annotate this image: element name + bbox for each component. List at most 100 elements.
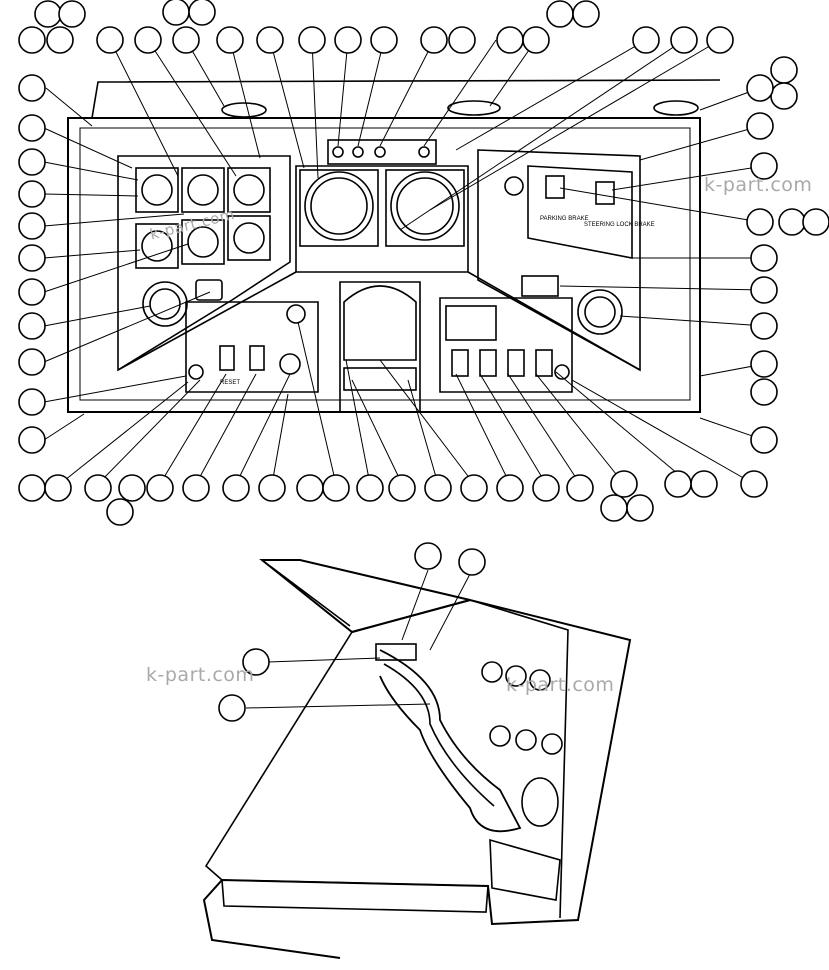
- top-callout-42: [18, 114, 46, 142]
- panel-housing-top-edge: [91, 79, 721, 119]
- housing-back: [469, 599, 569, 919]
- top-callout-37: [750, 426, 778, 454]
- top-callout-57: [182, 474, 210, 502]
- top-callout-10: [134, 26, 162, 54]
- top-callout-3: [162, 0, 190, 26]
- side-callout-4: [218, 694, 246, 722]
- top-callout-59: [258, 474, 286, 502]
- flex-duct: [379, 649, 522, 833]
- panel-housing-inner-frame: [79, 127, 691, 401]
- top-callout-62: [356, 474, 384, 502]
- top-callout-55: [118, 474, 146, 502]
- panel-diagonal-right: [467, 271, 641, 371]
- top-callout-4: [188, 0, 216, 26]
- top-callout-66: [496, 474, 524, 502]
- steering-lock-switch: [595, 181, 615, 205]
- center-subpanel: [295, 165, 469, 273]
- top-callout-72: [106, 498, 134, 526]
- lower-right-switchbox: [439, 297, 573, 393]
- left-subpanel: [117, 155, 291, 372]
- top-callout-24: [770, 56, 798, 84]
- steering-lock-label: STEERING LOCK BRAKE: [584, 222, 655, 228]
- left-gauge: [142, 281, 188, 327]
- top-callout-71: [626, 494, 654, 522]
- top-callout-49: [18, 348, 46, 376]
- top-callout-46: [18, 244, 46, 272]
- panel-diagonal-left: [117, 271, 297, 371]
- top-callout-53: [44, 474, 72, 502]
- right-subpanel: [477, 149, 641, 372]
- vent-cover-left: [221, 102, 267, 118]
- top-callout-67: [532, 474, 560, 502]
- switch-2: [249, 345, 265, 371]
- top-callout-6: [572, 0, 600, 28]
- indicator-1: [332, 146, 344, 158]
- rocker-switch: [521, 275, 559, 297]
- top-callout-50: [18, 388, 46, 416]
- indicator-3: [374, 146, 386, 158]
- top-callout-30: [778, 208, 806, 236]
- top-callout-52: [18, 474, 46, 502]
- lower-right-lamp: [554, 364, 570, 380]
- top-callout-26: [746, 74, 774, 102]
- indicator-2: [352, 146, 364, 158]
- watermark-side-right: k-part.com: [506, 674, 615, 696]
- top-callout-18: [448, 26, 476, 54]
- top-callout-13: [256, 26, 284, 54]
- top-callout-14: [298, 26, 326, 54]
- top-callout-63: [388, 474, 416, 502]
- top-callout-29: [746, 208, 774, 236]
- top-callout-33: [750, 276, 778, 304]
- top-callout-19: [496, 26, 524, 54]
- left-gauge-inner: [149, 288, 181, 320]
- flex-duct-inner: [383, 663, 495, 807]
- reset-label: RESET: [220, 380, 240, 386]
- switch-c: [507, 349, 525, 377]
- top-callout-35: [750, 350, 778, 378]
- side-callout-3: [242, 648, 270, 676]
- center-meter-frame-left: [299, 169, 379, 247]
- side-leader-2: [245, 703, 431, 709]
- lower-left-lamp: [188, 364, 204, 380]
- right-gauge: [577, 289, 623, 335]
- top-callout-34: [750, 312, 778, 340]
- top-callout-60: [296, 474, 324, 502]
- top-callout-39: [690, 470, 718, 498]
- top-callout-21: [632, 26, 660, 54]
- top-callout-25: [770, 82, 798, 110]
- duct-clamp: [375, 643, 417, 661]
- housing-left-wall: [204, 631, 353, 881]
- side-leader-1: [267, 657, 381, 663]
- knob: [504, 176, 524, 196]
- top-callout-40: [664, 470, 692, 498]
- ammeter-inner: [396, 177, 454, 235]
- top-callout-2: [58, 0, 86, 28]
- top-callout-27: [746, 112, 774, 140]
- side-view-panel: [202, 559, 632, 959]
- side-callout-1: [414, 542, 442, 570]
- top-leader-lines: [43, 39, 765, 485]
- top-callout-61: [322, 474, 350, 502]
- top-callout-32: [750, 244, 778, 272]
- lower-left-pushbutton: [286, 304, 306, 324]
- switch-a: [451, 349, 469, 377]
- top-callout-54: [84, 474, 112, 502]
- panel-housing: [67, 117, 701, 413]
- top-callout-70: [600, 494, 628, 522]
- socket-housing: [343, 285, 417, 361]
- parking-brake-label: PARKING BRAKE: [540, 216, 589, 222]
- door-lid: [259, 559, 471, 634]
- top-callout-69: [610, 470, 638, 498]
- callout-balloons: [18, 0, 829, 722]
- switch-reset: [219, 345, 235, 371]
- side-callout-2: [458, 548, 486, 576]
- side-leader-4: [429, 573, 471, 651]
- top-callout-58: [222, 474, 250, 502]
- top-callout-11: [172, 26, 200, 54]
- lower-left-switchbox: [185, 301, 319, 393]
- top-callout-9: [96, 26, 124, 54]
- top-callout-45: [18, 212, 46, 240]
- top-callout-15: [334, 26, 362, 54]
